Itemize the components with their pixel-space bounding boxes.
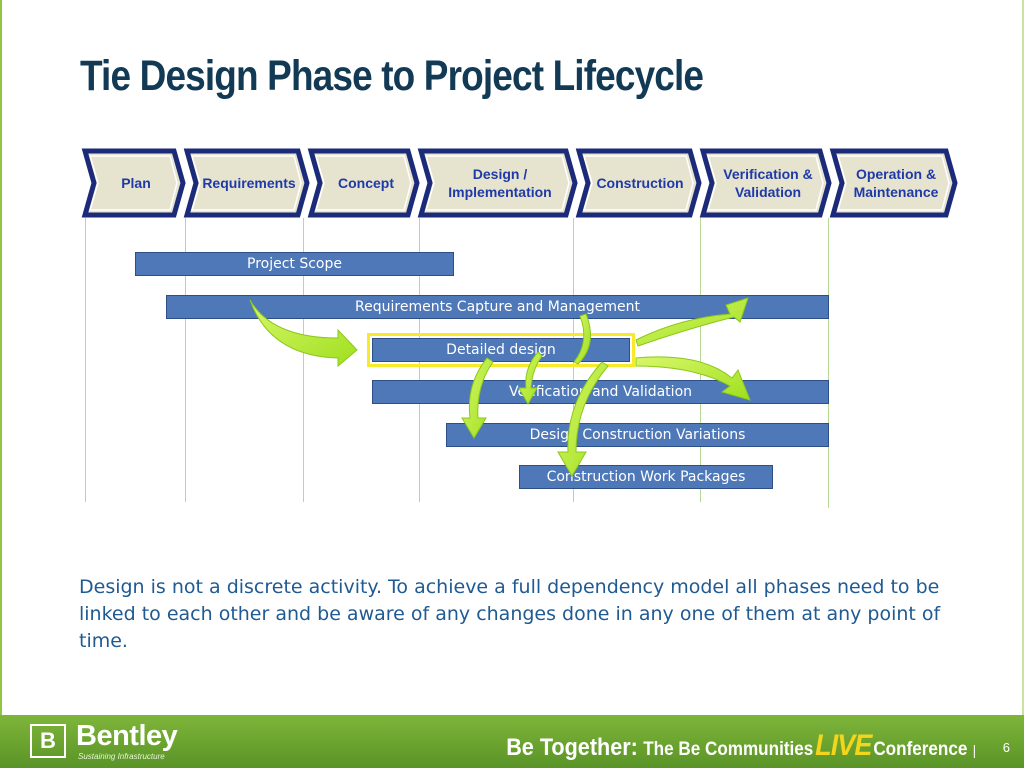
arrow-icon [518,351,543,406]
be-communities-text: The Be Communities [643,739,814,760]
phase-concept[interactable]: Concept [307,148,420,218]
footer-bar [0,715,1024,768]
conference-banner: Be Together: The Be Communities LIVE Con… [506,729,976,762]
activity-design-construction-variations[interactable]: Design Construction Variations [446,423,829,447]
arrow-icon [249,299,358,368]
conference-text: Conference [873,739,968,760]
phase-verification-validation[interactable]: Verification & Validation [699,148,832,218]
slide-title: Tie Design Phase to Project Lifecycle [80,52,704,100]
lifecycle-phases: Plan Requirements Concept Design / Imple… [0,0,1024,230]
phase-label: Concept [338,175,394,191]
phase-guide-line [185,218,186,502]
arrow-icon [635,297,749,347]
arrow-icon [573,313,591,365]
separator: | [972,742,976,758]
activity-verification-validation[interactable]: Verification and Validation [372,380,829,404]
phase-construction[interactable]: Construction [575,148,702,218]
phase-plan[interactable]: Plan [81,148,186,218]
phase-label: Operation & Maintenance [853,166,939,200]
phase-design-implementation[interactable]: Design / Implementation [417,148,578,218]
phase-label: Construction [596,175,684,191]
phase-operation-maintenance[interactable]: Operation & Maintenance [829,148,958,218]
logo-name: Bentley [76,720,178,752]
phase-guide-line [828,218,829,508]
activity-project-scope[interactable]: Project Scope [135,252,454,276]
live-logo-text: LIVE [815,729,872,762]
phase-requirements[interactable]: Requirements [183,148,310,218]
activity-construction-work-packages[interactable]: Construction Work Packages [519,465,773,489]
arrow-icon [635,356,751,401]
description-text: Design is not a discrete activity. To ac… [79,576,941,652]
arrow-icon [557,361,609,477]
be-together-text: Be Together: [506,734,638,761]
bentley-b-icon: B [30,724,66,758]
phase-label: Plan [121,175,151,191]
phase-label: Design / Implementation [448,166,552,200]
arrow-icon [461,357,494,439]
logo-tagline: Sustaining Infrastructure [78,752,165,761]
highlight-frame [367,333,635,367]
bentley-logo: B Bentley Sustaining Infrastructure [30,720,210,764]
right-edge-stripe [1022,0,1024,715]
phase-guide-line [85,218,86,502]
phase-guide-line [700,218,701,502]
phase-label: Requirements [202,175,296,191]
phase-label: Verification & Validation [723,166,813,200]
phase-guide-line [303,218,304,502]
left-edge-stripe [0,0,2,715]
page-number: 6 [1002,740,1010,755]
